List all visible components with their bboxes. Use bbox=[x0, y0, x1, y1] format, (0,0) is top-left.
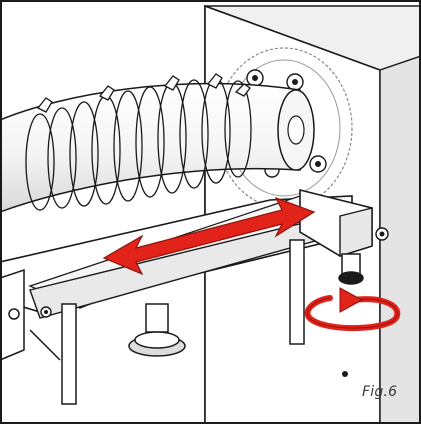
roller-clips bbox=[36, 73, 251, 113]
rotate-clockwise-arrow-icon bbox=[304, 287, 401, 331]
roller-rings bbox=[25, 78, 252, 211]
horizontal-double-arrow-icon bbox=[102, 196, 316, 276]
figure-label: Fig.6 bbox=[362, 384, 398, 400]
left-mount bbox=[0, 268, 25, 361]
leveling-foot bbox=[128, 303, 186, 357]
adjustment-knob bbox=[338, 253, 364, 285]
screw-hole bbox=[342, 371, 348, 377]
support-legs bbox=[29, 239, 305, 405]
